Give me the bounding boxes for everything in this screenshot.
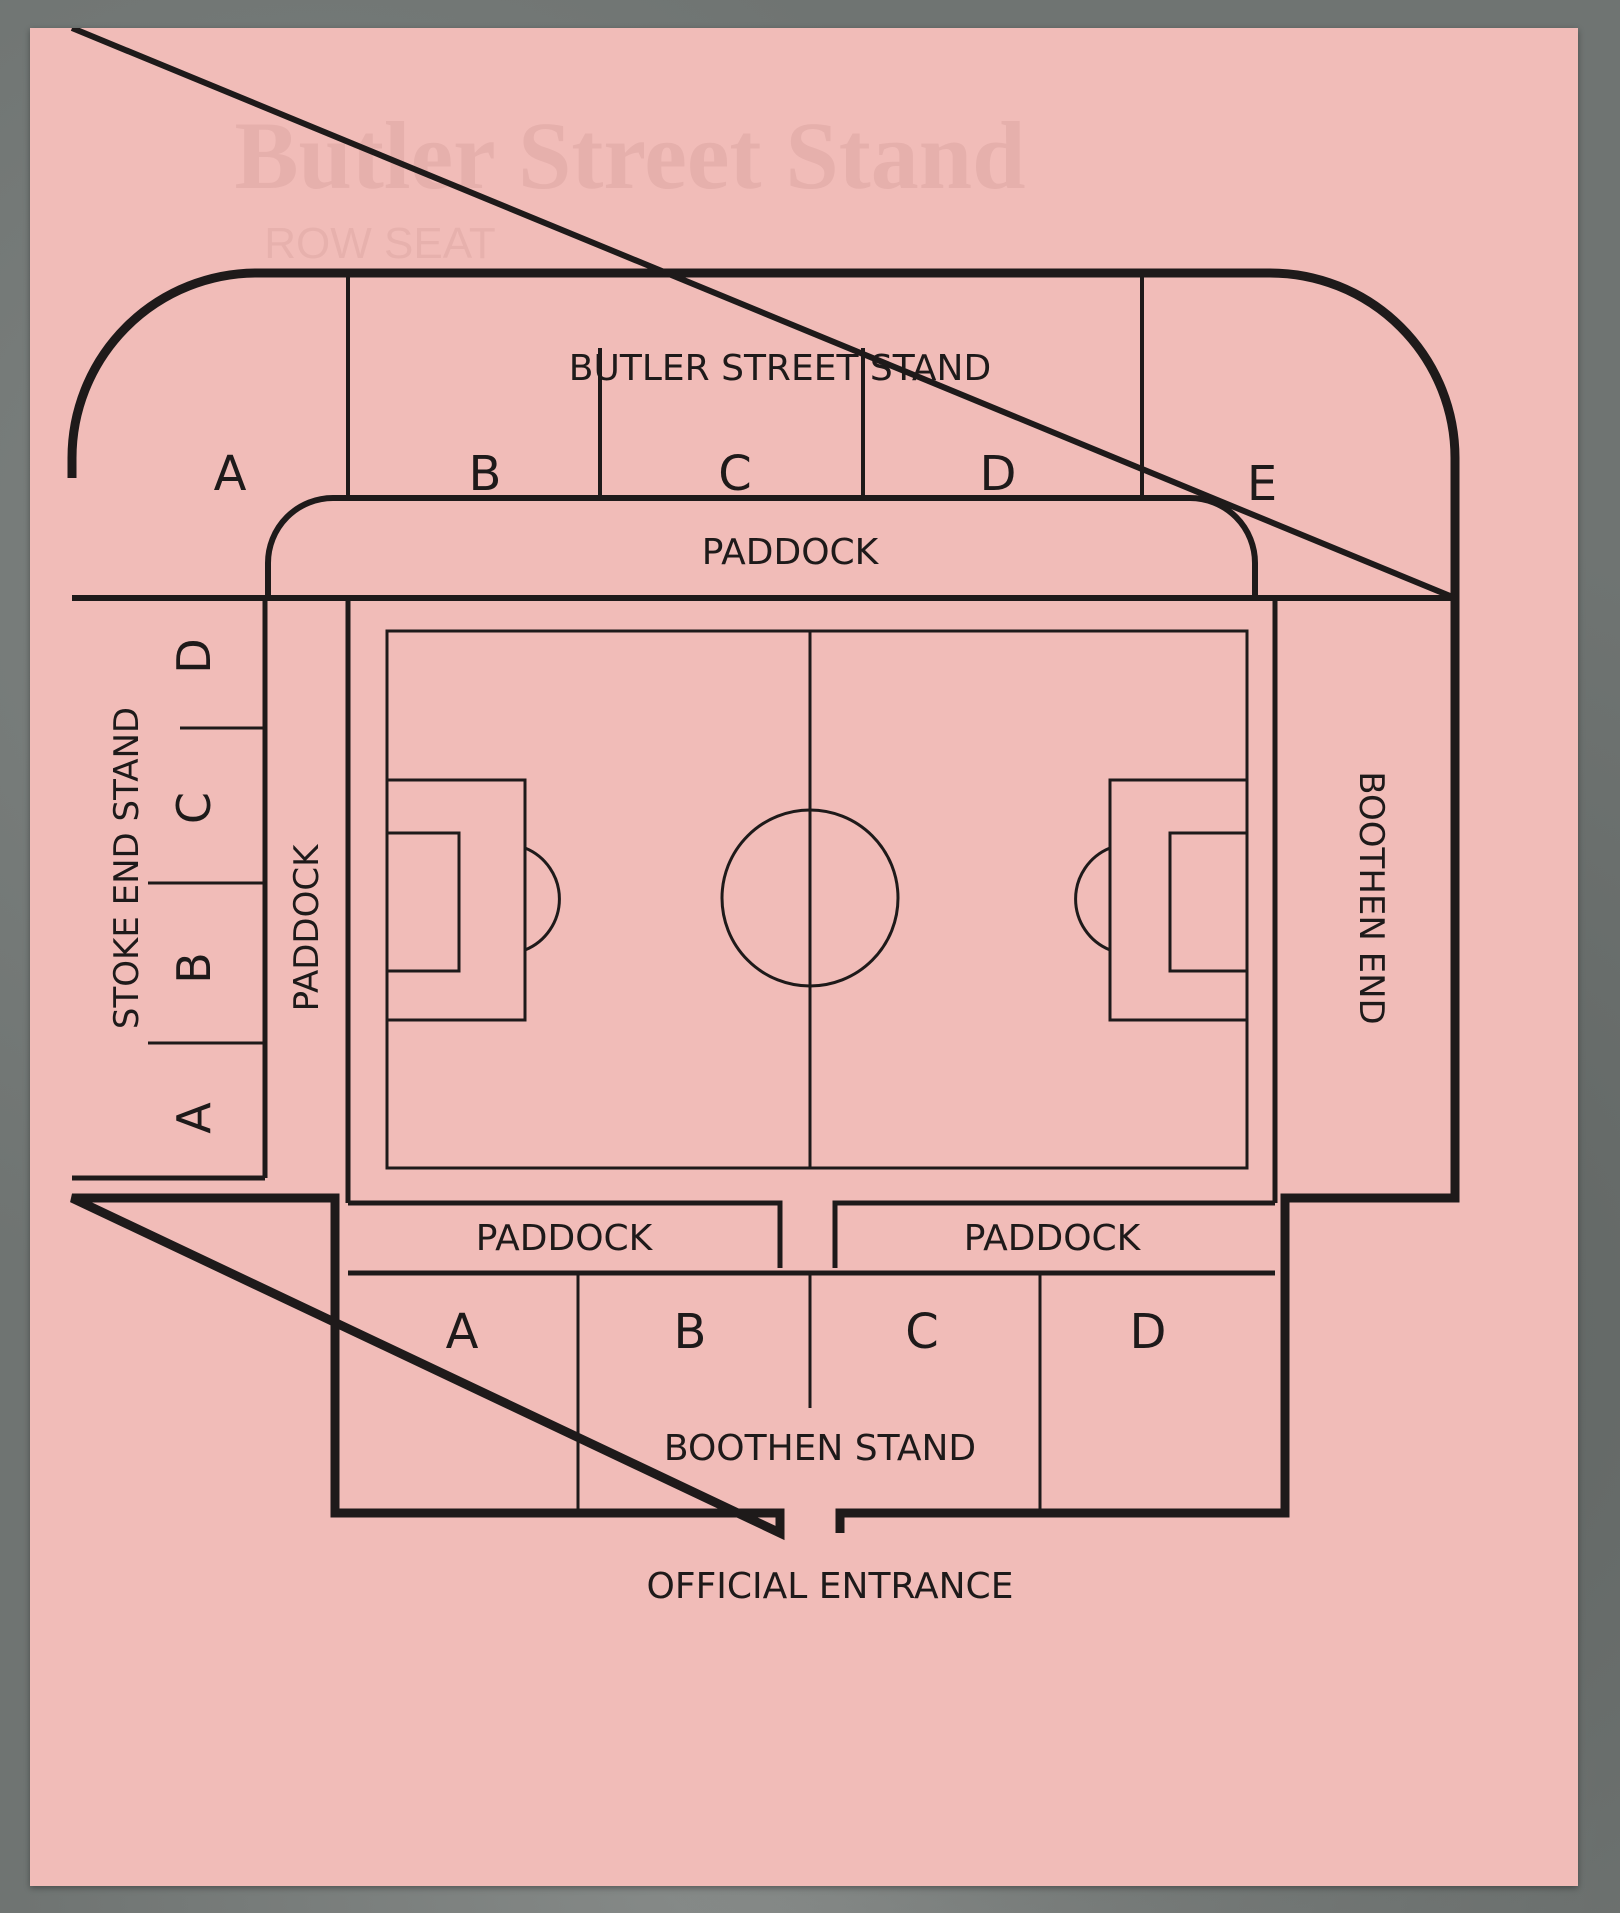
block-label: B: [167, 952, 221, 984]
paddock-bottom-left-outline: [348, 1200, 783, 1268]
faded-title: Butler Street Stand: [234, 102, 1025, 209]
butler-street-stand-label: BUTLER STREET STAND: [569, 348, 991, 389]
block-label: E: [1247, 456, 1277, 512]
paddock-bottom-right-label: PADDOCK: [964, 1218, 1142, 1259]
penalty-arc-right: [1074, 846, 1111, 952]
faded-subtitle: ROW SEAT: [264, 219, 495, 268]
penalty-arc-left: [524, 846, 561, 952]
block-label: A: [167, 1102, 221, 1134]
penalty-area-left: [385, 778, 527, 1022]
paddock-top-outline: [265, 495, 1258, 598]
paddock-bottom-left-label: PADDOCK: [476, 1218, 654, 1259]
stadium-plan: Butler Street Stand ROW SEAT BUTLER STRE…: [67, 28, 1460, 1607]
goal-area-right: [1168, 831, 1249, 973]
pitch: [385, 629, 1249, 1170]
block-label: C: [905, 1304, 939, 1360]
block-label: D: [980, 446, 1017, 502]
ticket: Butler Street Stand ROW SEAT BUTLER STRE…: [30, 28, 1578, 1886]
penalty-area-right: [1108, 778, 1249, 1022]
boothen-stand-label: BOOTHEN STAND: [664, 1428, 976, 1469]
block-label: A: [446, 1304, 479, 1360]
official-entrance-label: OFFICIAL ENTRANCE: [647, 1566, 1014, 1607]
block-label: D: [167, 638, 221, 673]
centre-circle: [720, 808, 900, 988]
boothen-end-label: BOOTHEN END: [1351, 771, 1391, 1024]
paddock-top-label: PADDOCK: [702, 532, 880, 573]
block-label: C: [718, 446, 752, 502]
block-label: B: [469, 446, 502, 502]
block-label: C: [167, 792, 221, 824]
paddock-bottom-right-outline: [832, 1200, 1275, 1268]
block-label: A: [214, 446, 247, 502]
block-label: B: [674, 1304, 707, 1360]
paddock-left-label: PADDOCK: [287, 843, 327, 1011]
goal-area-left: [385, 831, 461, 973]
stoke-end-stand-label: STOKE END STAND: [107, 707, 147, 1029]
block-label: D: [1130, 1304, 1167, 1360]
outer-boundary: [67, 268, 1460, 1541]
